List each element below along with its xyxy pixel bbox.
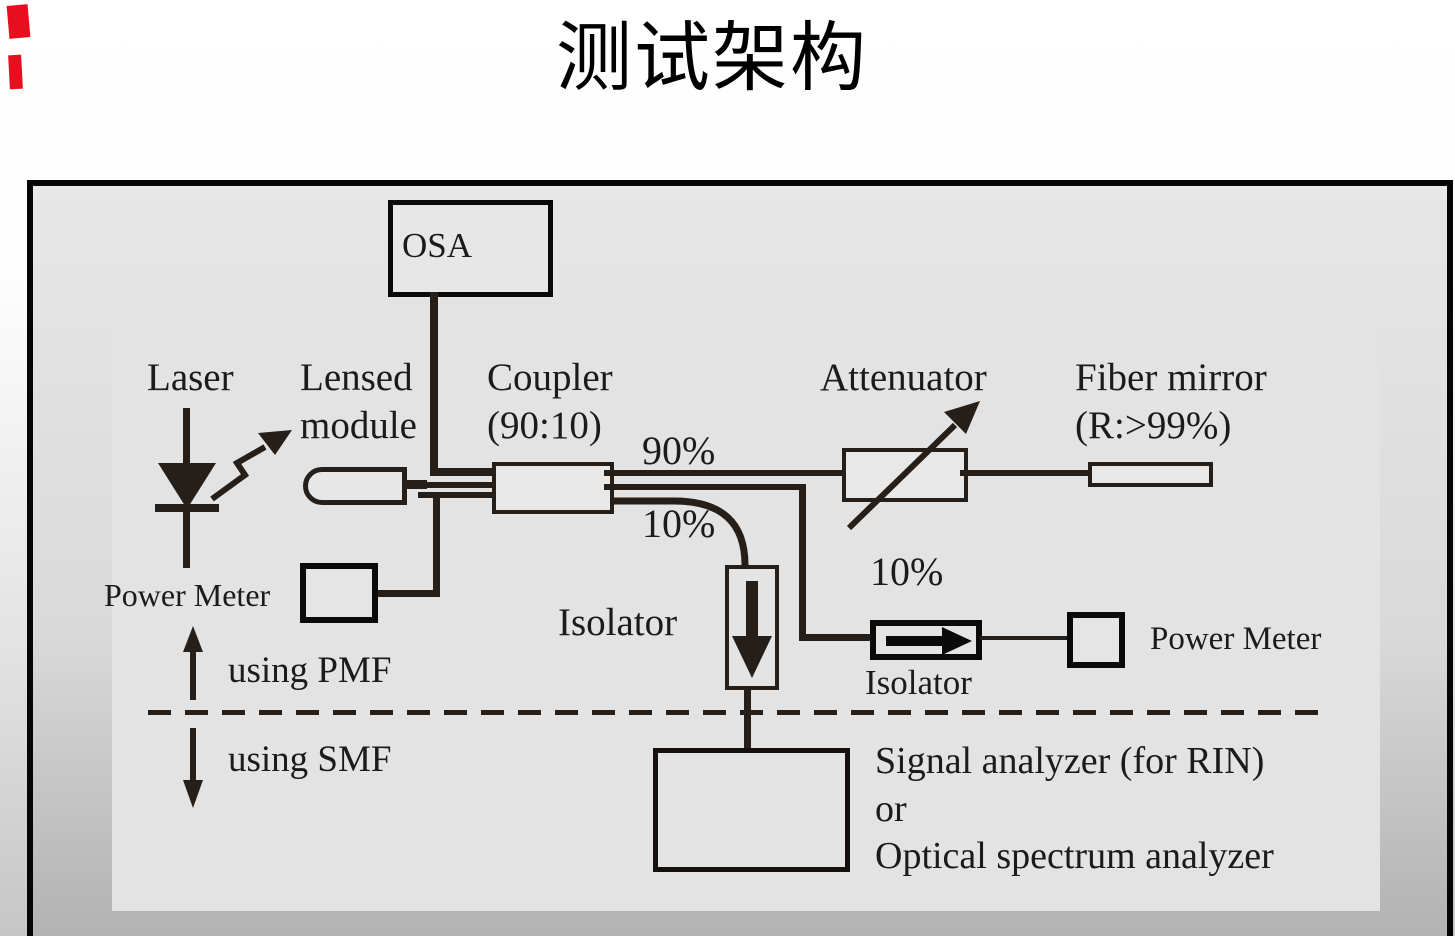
fiber-mirror-box <box>1088 462 1213 487</box>
analyzer-line <box>744 688 751 750</box>
using-smf-label: using SMF <box>228 739 392 780</box>
isolator-horizontal-label: Isolator <box>865 663 972 702</box>
fiber-10-branch-h-bottom <box>799 634 874 641</box>
attenuator-box <box>842 448 968 502</box>
lensed-module-label-line2: module <box>300 404 417 447</box>
red-accent-bar-bottom <box>8 54 23 90</box>
power-meter-left-box <box>300 563 378 623</box>
analyzer-label-line3: Optical spectrum analyzer <box>875 835 1274 877</box>
fiber-90-line-left <box>604 470 842 476</box>
coupler-box <box>492 462 614 514</box>
isolator-horizontal-arrow-icon <box>886 627 972 655</box>
laser-diode-icon <box>155 408 292 568</box>
analyzer-label-line2: or <box>875 788 907 830</box>
fiber-pair-bottom <box>418 492 494 498</box>
power-meter-left-line-h <box>374 590 440 597</box>
power-meter-left-line-v <box>433 496 440 597</box>
fiber-90-line-right <box>960 470 1088 476</box>
isolator-vertical-arrow-icon <box>732 581 772 678</box>
up-arrow-icon <box>183 626 203 808</box>
slide-title: 测试架构 <box>556 17 868 101</box>
lensed-module-shape <box>303 467 407 505</box>
fiber-mirror-label-line2: (R:>99%) <box>1075 404 1232 447</box>
attenuator-arrow-icon <box>846 401 980 531</box>
attenuator-label: Attenuator <box>820 356 987 399</box>
lensed-module-label-line1: Lensed <box>300 356 413 399</box>
coupler-label-line2: (90:10) <box>487 404 602 447</box>
osa-box <box>388 200 553 297</box>
fiber-pair-top <box>418 482 494 488</box>
fiber-10-curve <box>612 497 749 569</box>
osa-label: OSA <box>402 226 473 265</box>
analyzer-label-line1: Signal analyzer (for RIN) <box>875 740 1265 782</box>
isolator-vertical-label: Isolator <box>558 601 678 644</box>
pct-90-label: 90% <box>642 428 716 473</box>
power-meter-right-line <box>980 636 1067 640</box>
fiber-10-branch-v <box>799 484 806 641</box>
fiber-mirror-label-line1: Fiber mirror <box>1075 356 1267 399</box>
power-meter-right-box <box>1067 612 1125 668</box>
using-pmf-label: using PMF <box>228 650 392 691</box>
pct-10-isolator-label: 10% <box>642 501 716 546</box>
osa-line-vertical <box>430 292 438 472</box>
power-meter-left-label: Power Meter <box>104 577 271 613</box>
pmf-smf-divider-dashed-line <box>148 710 1330 715</box>
lensed-module-stub <box>407 480 427 489</box>
fiber-10-branch-h-top <box>604 484 806 490</box>
analyzer-box <box>653 748 850 872</box>
power-meter-right-label: Power Meter <box>1150 621 1322 657</box>
laser-label: Laser <box>147 356 234 399</box>
red-accent-bar-top <box>6 4 31 39</box>
osa-line-elbow <box>430 468 494 476</box>
pct-10-meter-label: 10% <box>870 549 944 594</box>
coupler-label-line1: Coupler <box>487 356 613 399</box>
